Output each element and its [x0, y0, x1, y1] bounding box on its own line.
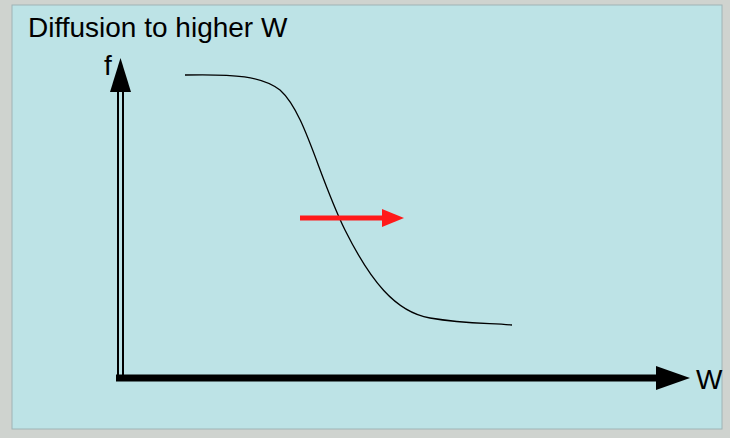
- panel: [12, 5, 722, 429]
- x-axis-line: [116, 375, 660, 382]
- diffusion-arrowhead: [382, 209, 404, 227]
- x-axis-arrowhead: [656, 366, 690, 390]
- y-axis-line: [117, 86, 119, 378]
- distribution-curve: [185, 75, 512, 325]
- diffusion-arrow: [300, 216, 384, 221]
- axis-label: W: [696, 366, 722, 394]
- y-axis-line: [122, 86, 124, 378]
- axis-label: f: [104, 52, 112, 80]
- y-axis-arrowhead: [110, 58, 131, 92]
- diagram-title: Diffusion to higher W: [28, 14, 287, 42]
